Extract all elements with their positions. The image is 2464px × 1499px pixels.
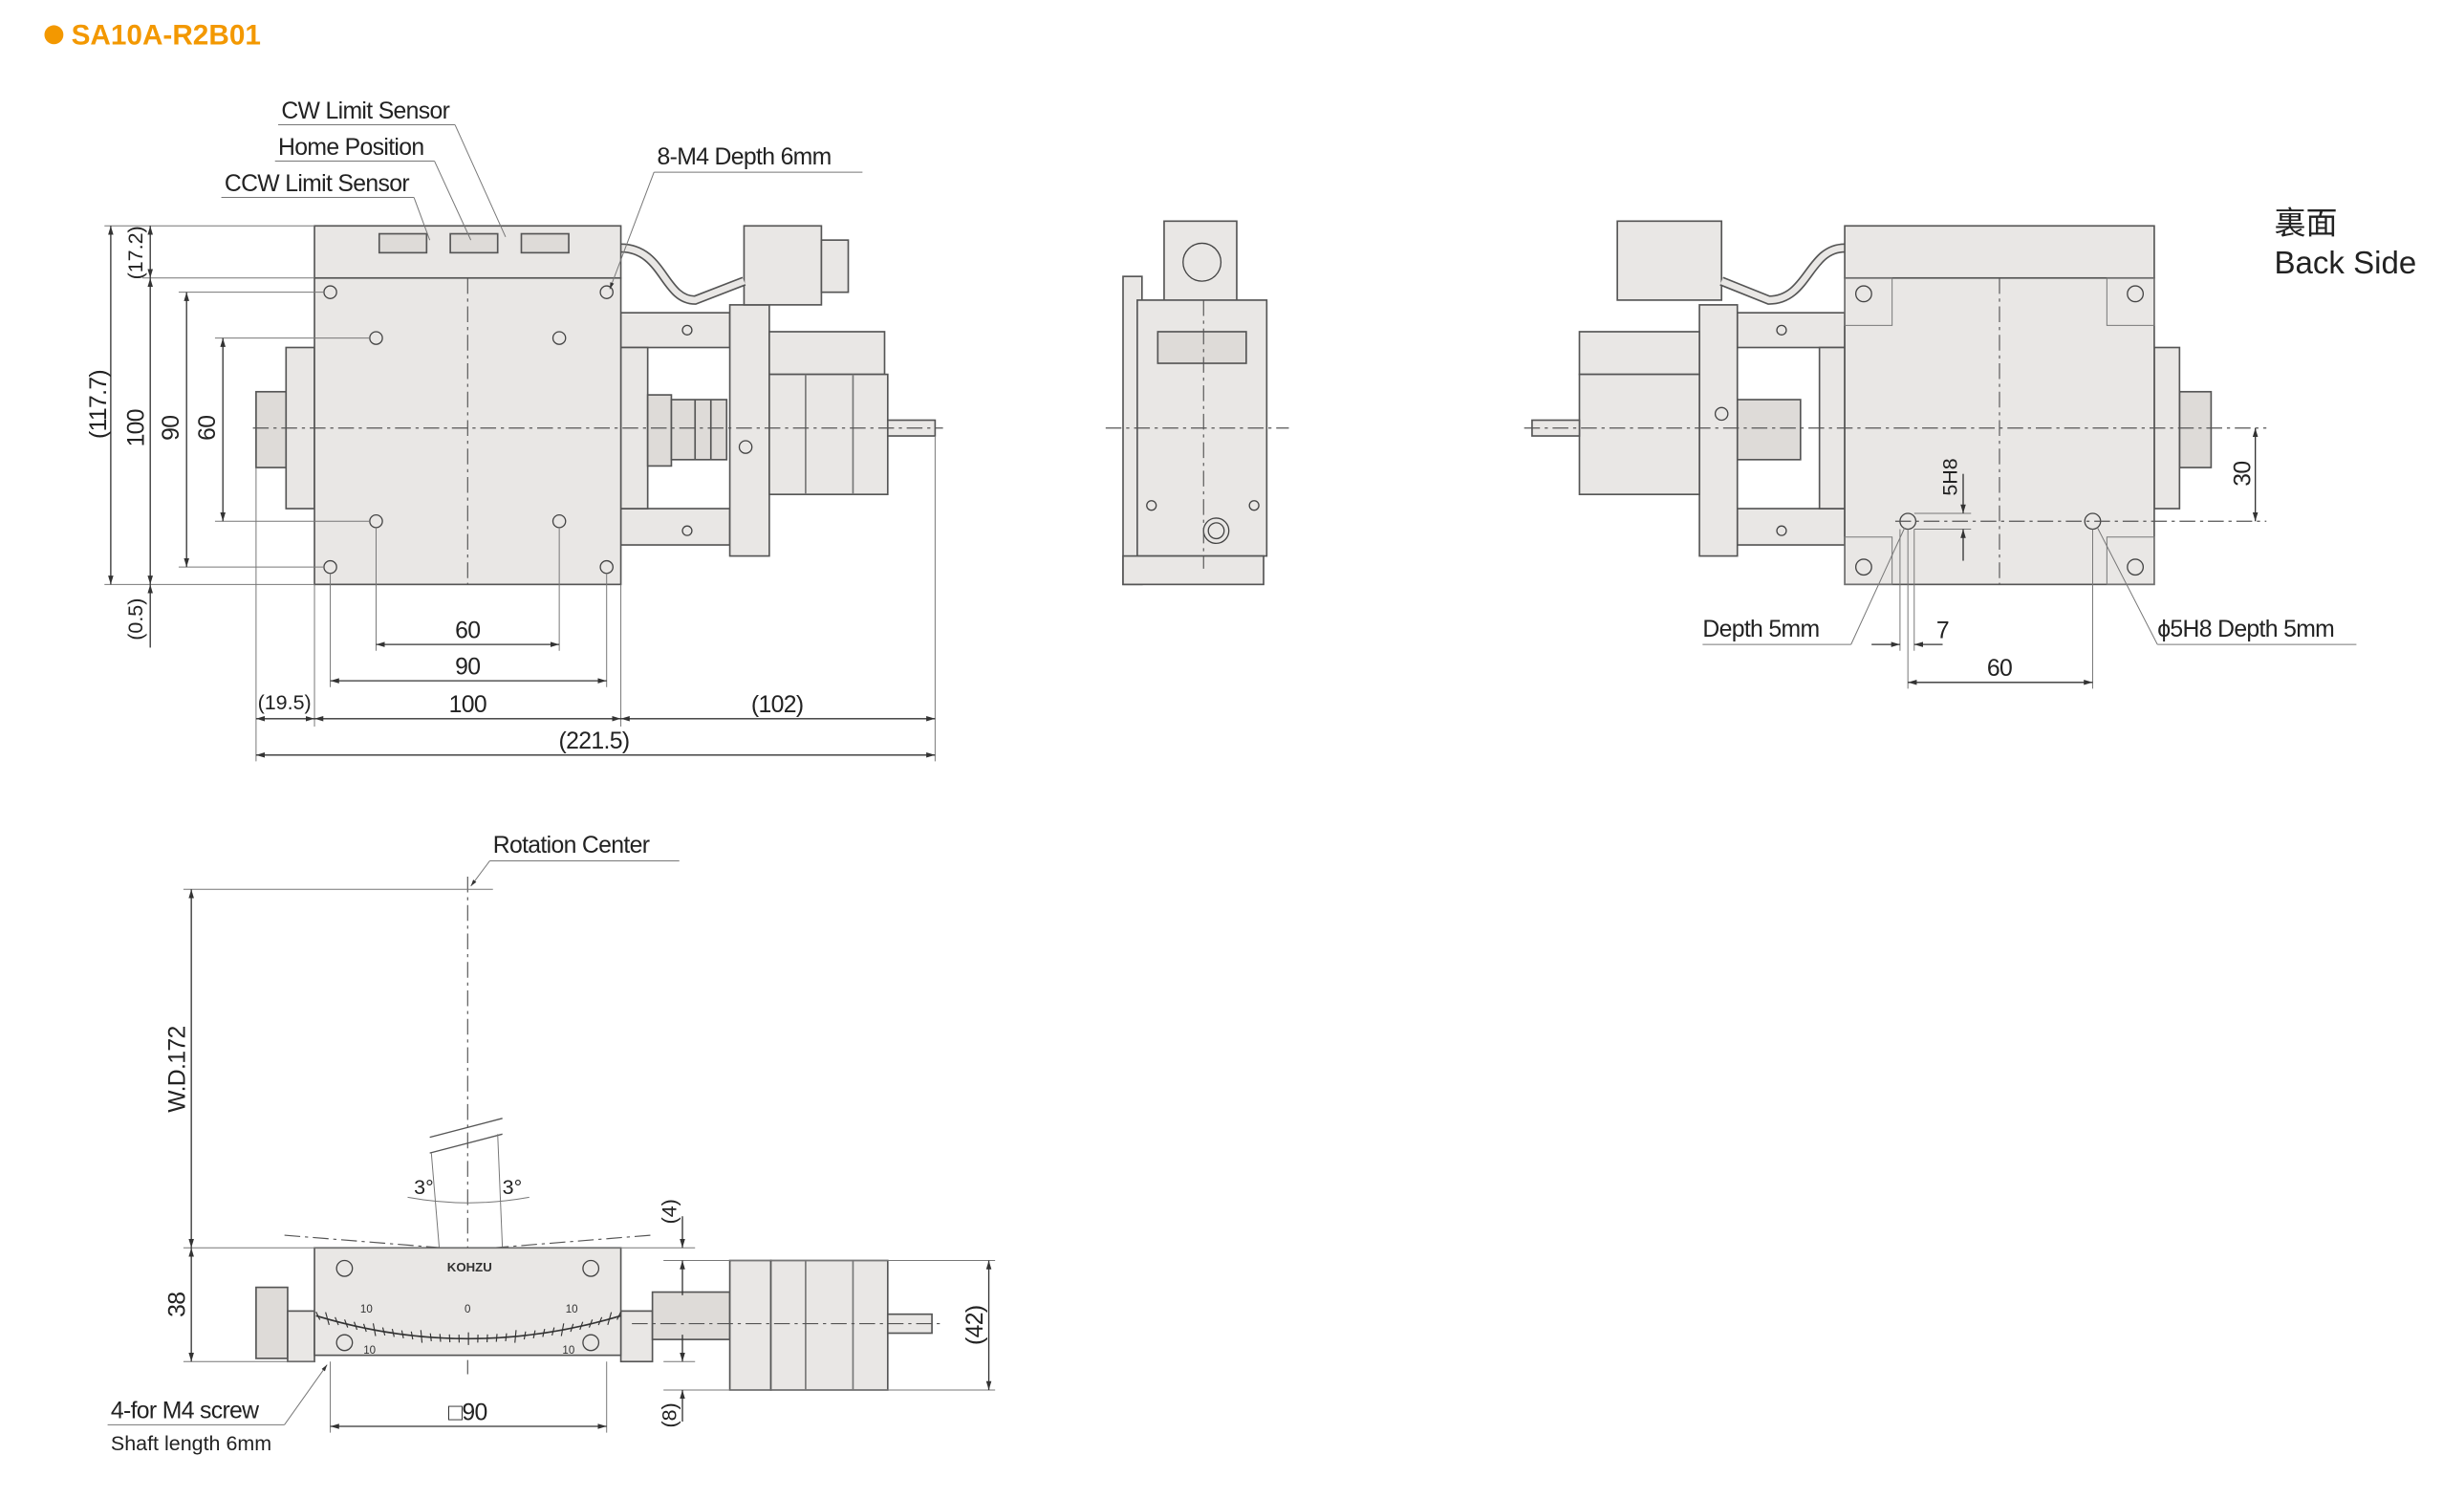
dim-7: 7 bbox=[1936, 619, 1949, 644]
pin-hole-label: ϕ5H8 Depth 5mm bbox=[2157, 617, 2334, 642]
back-connector bbox=[1616, 220, 1723, 301]
kohzu-logo: KOHZU bbox=[447, 1260, 492, 1274]
dim-left-offset: (19.5) bbox=[258, 691, 312, 714]
tilt-motor bbox=[769, 1259, 889, 1391]
upper-arm bbox=[619, 312, 731, 349]
connector bbox=[743, 225, 823, 306]
scale-tick bbox=[495, 1334, 498, 1342]
dim-bottom-gap: (0.5) bbox=[124, 598, 147, 641]
scale-label-zero: 0 bbox=[465, 1304, 470, 1315]
scale-tick bbox=[362, 1323, 367, 1333]
scale-label-right-low: 10 bbox=[562, 1345, 574, 1357]
back-side-label: Back Side bbox=[2274, 246, 2416, 281]
scale-label-left: 10 bbox=[360, 1304, 373, 1315]
scale-tick bbox=[570, 1323, 574, 1333]
scale-tick bbox=[505, 1333, 508, 1341]
scale-tick bbox=[607, 1312, 613, 1326]
motor-plate bbox=[728, 304, 770, 557]
back-view: 30 5H8 7 60 Depth 5mm ϕ5H8 Depth 5mm 裏面 … bbox=[1524, 206, 2416, 689]
scale-tick bbox=[551, 1327, 555, 1336]
scale-tick bbox=[532, 1330, 536, 1338]
dim-8: (8) bbox=[658, 1402, 681, 1427]
scale-tick bbox=[429, 1333, 432, 1341]
dim-body-height: 100 bbox=[124, 409, 150, 446]
left-bracket bbox=[255, 390, 288, 468]
angle-left-label: 3° bbox=[414, 1176, 434, 1199]
dim-hole-pitch-60-v: 60 bbox=[195, 416, 221, 441]
model-title: SA10A-R2B01 bbox=[72, 19, 261, 51]
scale-tick bbox=[325, 1312, 330, 1326]
scale-tick bbox=[381, 1327, 386, 1336]
scale-tick bbox=[579, 1321, 584, 1331]
angle-scale bbox=[315, 1311, 622, 1345]
dim-total-width: (221.5) bbox=[559, 728, 630, 754]
scale-label-left-low: 10 bbox=[363, 1345, 376, 1357]
dim-body-width: 100 bbox=[449, 692, 486, 718]
dim-hole-pitch-90-h: 90 bbox=[455, 655, 480, 681]
scale-tick bbox=[354, 1321, 358, 1331]
rotation-center-label: Rotation Center bbox=[493, 833, 650, 858]
lower-arm bbox=[619, 508, 731, 546]
dim-4: (4) bbox=[658, 1199, 681, 1224]
tilt-view: Rotation Center 3° 3° KOHZU 10 0 10 10 1… bbox=[107, 833, 996, 1455]
bullet-icon bbox=[44, 25, 64, 45]
scale-tick bbox=[391, 1329, 395, 1337]
dim-60-back: 60 bbox=[1987, 656, 2012, 682]
scale-tick bbox=[523, 1331, 527, 1340]
shaft-length-label: Shaft length 6mm bbox=[111, 1432, 271, 1455]
motor bbox=[768, 373, 889, 495]
dim-motor-length: (102) bbox=[751, 692, 804, 718]
scale-tick bbox=[315, 1311, 321, 1320]
scale-tick bbox=[597, 1316, 603, 1326]
coupling bbox=[670, 399, 728, 461]
dim-top-height: (17.2) bbox=[124, 226, 147, 279]
back-coupling bbox=[1736, 399, 1802, 461]
scale-tick bbox=[335, 1316, 339, 1326]
dim-working-distance: W.D.172 bbox=[165, 1026, 191, 1112]
screw-label: 4-for M4 screw bbox=[111, 1399, 259, 1424]
scale-tick bbox=[588, 1319, 594, 1328]
scale-tick bbox=[410, 1331, 414, 1340]
tapped-holes-label: 8-M4 Depth 6mm bbox=[658, 144, 832, 170]
dim-5h8: 5H8 bbox=[1938, 458, 1961, 495]
scale-tick bbox=[560, 1323, 565, 1336]
dim-square-90: □90 bbox=[448, 1400, 487, 1425]
scale-tick bbox=[514, 1330, 517, 1343]
scale-tick bbox=[372, 1323, 377, 1336]
side-view bbox=[1105, 220, 1289, 586]
scale-tick bbox=[616, 1311, 622, 1320]
back-motor bbox=[1578, 373, 1700, 495]
tilt-coupling bbox=[651, 1291, 731, 1340]
dim-38: 38 bbox=[165, 1293, 191, 1317]
depth-label: Depth 5mm bbox=[1702, 617, 1819, 642]
scale-tick bbox=[542, 1329, 546, 1337]
scale-tick bbox=[400, 1330, 404, 1338]
scale-tick bbox=[344, 1319, 349, 1328]
cw-limit-sensor-label: CW Limit Sensor bbox=[281, 98, 449, 124]
ccw-limit-sensor-label: CCW Limit Sensor bbox=[225, 171, 410, 197]
dim-42: (42) bbox=[962, 1306, 988, 1345]
angle-right-label: 3° bbox=[503, 1176, 523, 1199]
back-side-label-jp: 裏面 bbox=[2274, 206, 2337, 242]
front-view: (117.7) (17.2) 100 (0.5) 90 60 60 90 100… bbox=[86, 98, 943, 762]
scale-tick bbox=[439, 1334, 442, 1342]
dim-hole-pitch-90-v: 90 bbox=[159, 416, 184, 441]
dim-30: 30 bbox=[2231, 462, 2257, 487]
dim-hole-pitch-60-h: 60 bbox=[455, 619, 480, 644]
dim-total-height: (117.7) bbox=[86, 370, 112, 439]
home-position-label: Home Position bbox=[278, 135, 423, 161]
motor-box bbox=[768, 331, 886, 376]
side-connector bbox=[1163, 220, 1238, 305]
page-title: SA10A-R2B01 bbox=[44, 19, 261, 51]
scale-label-right: 10 bbox=[566, 1304, 578, 1315]
